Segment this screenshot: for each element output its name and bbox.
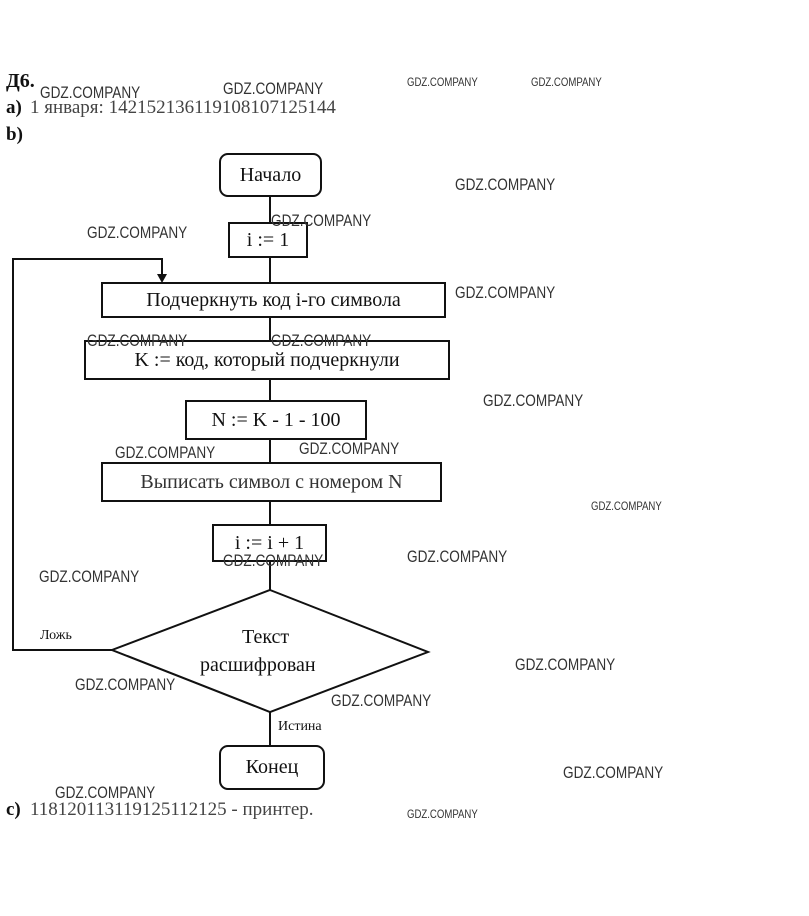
watermark: GDZ.COMPANY xyxy=(75,675,176,694)
end-box: Конец xyxy=(219,745,325,790)
watermark: GDZ.COMPANY xyxy=(40,83,141,102)
watermark: GDZ.COMPANY xyxy=(563,763,664,782)
watermark: GDZ.COMPANY xyxy=(455,283,556,302)
watermark: GDZ.COMPANY xyxy=(591,499,662,513)
watermark: GDZ.COMPANY xyxy=(407,547,508,566)
start-box: Начало xyxy=(219,153,322,197)
watermark: GDZ.COMPANY xyxy=(271,211,372,230)
watermark: GDZ.COMPANY xyxy=(271,331,372,350)
arrow-head-icon xyxy=(157,274,167,283)
condition-line1: Текст xyxy=(242,626,290,648)
watermark: GDZ.COMPANY xyxy=(331,691,432,710)
watermark: GDZ.COMPANY xyxy=(87,223,188,242)
condition-line2: расшифрован xyxy=(200,654,316,676)
watermark: GDZ.COMPANY xyxy=(55,783,156,802)
part-c-text: 118120113119125112125 - принтер. xyxy=(30,799,314,820)
watermark: GDZ.COMPANY xyxy=(223,551,324,570)
watermark: GDZ.COMPANY xyxy=(407,75,478,89)
assign-k-box: K := код, который подчеркнули xyxy=(84,340,450,380)
task-number: Д6. xyxy=(6,70,35,92)
watermark: GDZ.COMPANY xyxy=(115,443,216,462)
assign-n-box: N := K - 1 - 100 xyxy=(185,400,367,440)
watermark: GDZ.COMPANY xyxy=(455,175,556,194)
part-c-label: c) xyxy=(6,799,21,820)
output-box: Выписать символ с номером N xyxy=(101,462,442,502)
watermark: GDZ.COMPANY xyxy=(531,75,602,89)
watermark: GDZ.COMPANY xyxy=(407,807,478,821)
init-box: i := 1 xyxy=(228,222,308,258)
watermark: GDZ.COMPANY xyxy=(515,655,616,674)
part-b-label: b) xyxy=(6,124,23,145)
part-a-label: а) xyxy=(6,97,22,118)
true-label: Истина xyxy=(278,719,322,734)
false-label: Ложь xyxy=(40,628,72,643)
increment-box: i := i + 1 xyxy=(212,524,327,562)
watermark: GDZ.COMPANY xyxy=(87,331,188,350)
watermark: GDZ.COMPANY xyxy=(483,391,584,410)
watermark: GDZ.COMPANY xyxy=(299,439,400,458)
underline-box: Подчеркнуть код i-го символа xyxy=(101,282,446,318)
watermark: GDZ.COMPANY xyxy=(223,79,324,98)
part-a-text: 1 января: 142152136119108107125144 xyxy=(30,97,336,118)
watermark: GDZ.COMPANY xyxy=(39,567,140,586)
condition-diamond xyxy=(109,588,431,714)
